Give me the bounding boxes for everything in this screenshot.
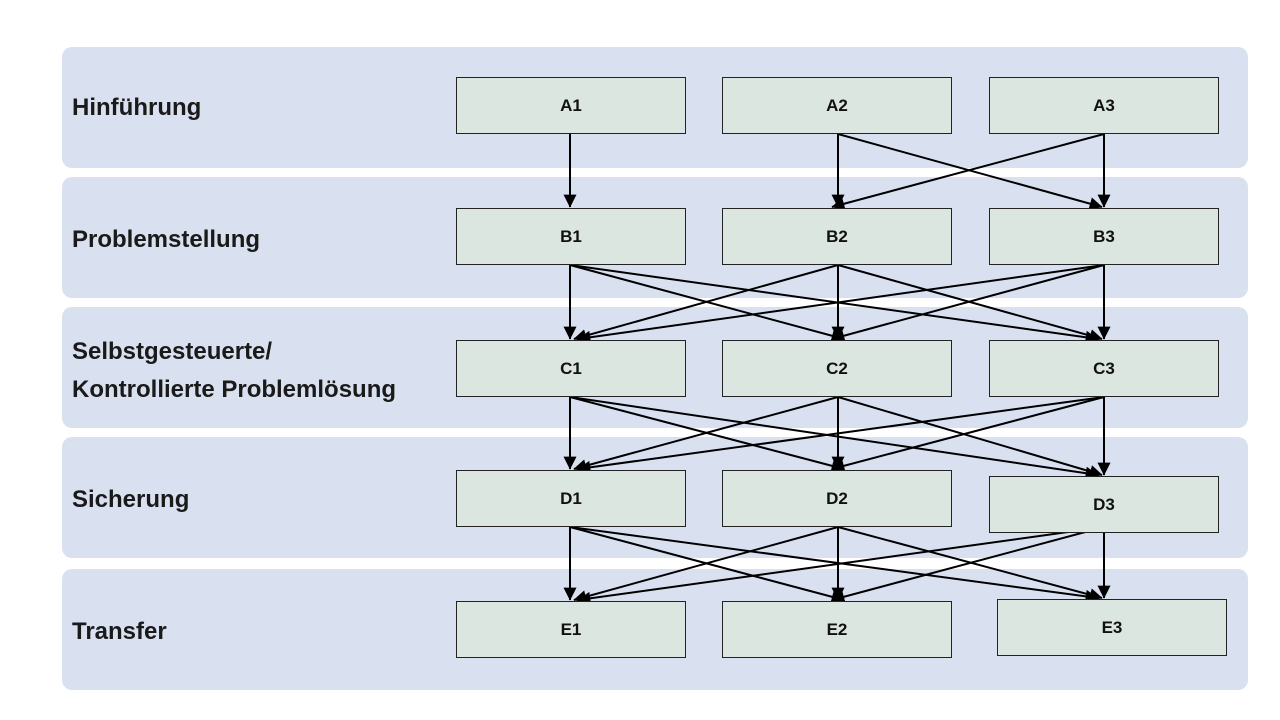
stage-label-sicherung: Sicherung xyxy=(72,486,190,513)
node-c2: C2 xyxy=(722,340,952,397)
arrow-c2-to-d1 xyxy=(573,396,839,473)
stage-label-problemloesung-line1: Selbstgesteuerte/ xyxy=(72,338,273,365)
node-b3: B3 xyxy=(989,208,1219,265)
node-c1: C1 xyxy=(456,340,686,397)
node-e3: E3 xyxy=(997,599,1227,656)
arrow-c2-to-d3 xyxy=(837,396,1103,478)
arrow-c3-to-d2 xyxy=(831,396,1105,473)
node-b1: B1 xyxy=(456,208,686,265)
arrow-c1-to-d3 xyxy=(569,396,1099,480)
node-d3: D3 xyxy=(989,476,1219,533)
arrow-d3-to-e1 xyxy=(577,526,1105,605)
stage-label-problemstellung: Problemstellung xyxy=(72,226,261,253)
arrow-b3-to-c2 xyxy=(831,264,1105,343)
stage-label-problemloesung-line2: Kontrollierte Problemlösung xyxy=(72,376,397,403)
node-e2: E2 xyxy=(722,601,952,658)
arrow-d3-to-e2 xyxy=(831,526,1105,604)
node-a3: A3 xyxy=(989,77,1219,134)
node-e1: E1 xyxy=(456,601,686,658)
node-c3: C3 xyxy=(989,340,1219,397)
node-a2: A2 xyxy=(722,77,952,134)
arrow-a3-to-b2 xyxy=(831,133,1105,211)
node-d1: D1 xyxy=(456,470,686,527)
arrow-b3-to-c1 xyxy=(577,264,1105,344)
arrow-c3-to-d1 xyxy=(577,396,1105,474)
stage-label-transfer: Transfer xyxy=(72,618,167,645)
node-d2: D2 xyxy=(722,470,952,527)
node-a1: A1 xyxy=(456,77,686,134)
arrow-d2-to-e1 xyxy=(573,526,839,603)
node-b2: B2 xyxy=(722,208,952,265)
arrow-d1-to-e3 xyxy=(569,526,1099,603)
stage-label-hinfuehrung: Hinführung xyxy=(72,94,202,121)
arrow-b2-to-c1 xyxy=(573,264,839,342)
